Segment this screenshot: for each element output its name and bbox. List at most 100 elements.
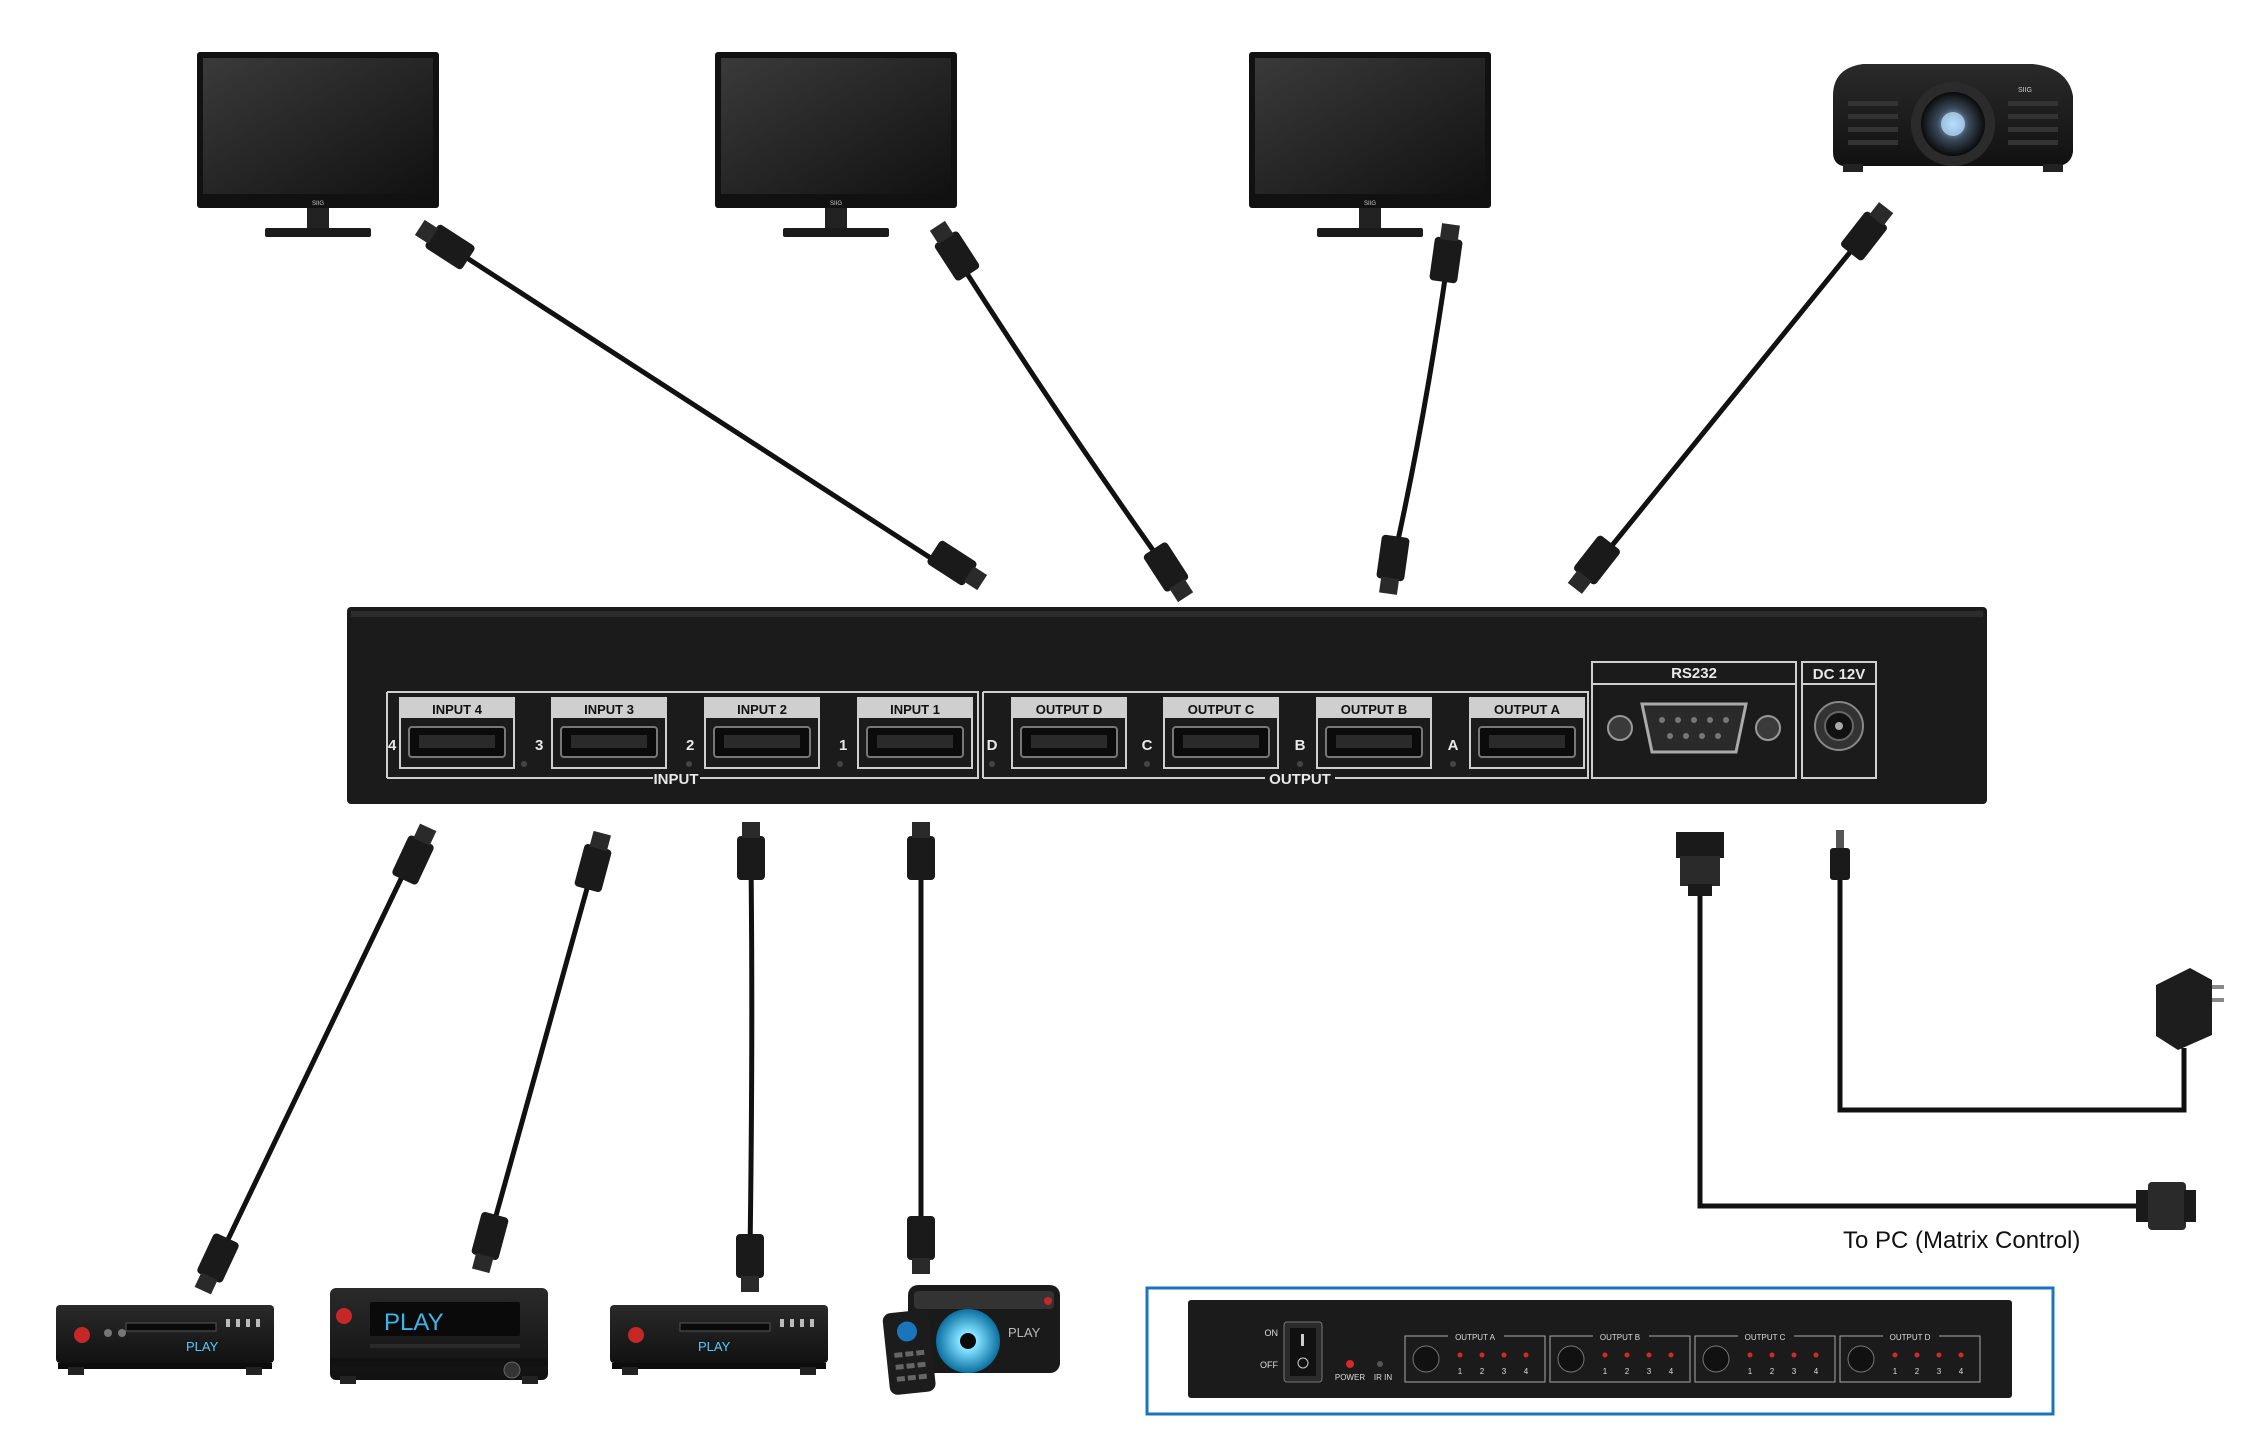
led-number: 4 [1814,1367,1819,1376]
hdmi-connector-icon [574,830,612,892]
projector-icon: SIIG [1833,64,2073,172]
output-letter: A [1448,737,1459,754]
cable-rs232 [1697,892,2140,1209]
power-adapter-icon [2156,968,2224,1050]
select-group-output-d: OUTPUT D 1 2 3 4 [1839,1330,1981,1383]
cable-output-b [1390,257,1451,564]
cable-output-c [947,245,1175,579]
hdmi-connector-icon [471,1212,509,1274]
hdmi-port-input-3: INPUT 3 [551,697,667,769]
on-label: ON [1265,1328,1279,1338]
hdmi-connector-icon [1429,223,1463,284]
monitor-icon: SIIG [1249,52,1491,237]
media-player-icon: PLAY [330,1288,548,1384]
output-port-label: OUTPUT A [1494,702,1561,717]
led-number: 3 [1937,1367,1942,1376]
output-letter: C [1142,737,1153,754]
screen-brand: SIIG [2018,87,2032,94]
output-letter: D [987,737,998,754]
led-number: 1 [1603,1367,1608,1376]
cable-input-2 [747,861,755,1253]
hdmi-port-output-b: OUTPUT B [1316,697,1432,769]
led-number: 4 [1959,1367,1964,1376]
monitor-icon: SIIG [197,52,439,237]
input-port-label: INPUT 3 [584,702,634,717]
input-port-label: INPUT 2 [737,702,787,717]
led-number: 1 [1458,1367,1463,1376]
streaming-box-icon: PLAY [908,1285,1060,1373]
db9-connector-icon [1676,832,1724,896]
hdmi-port-input-1: INPUT 1 [857,697,973,769]
group-label: OUTPUT C [1745,1333,1786,1342]
rs232-port: RS232 [1591,661,1797,779]
power-label: POWER [1335,1373,1365,1382]
hdmi-connector-icon [927,540,988,591]
group-label: OUTPUT A [1455,1333,1496,1342]
hdmi-port-input-2: INPUT 2 [704,697,820,769]
led-number: 4 [1524,1367,1529,1376]
cable-input-4 [219,856,414,1254]
power-switch [1283,1321,1323,1383]
hdmi-connector-icon [1567,535,1620,594]
select-button [1412,1345,1440,1373]
pc-label: To PC (Matrix Control) [1843,1227,2080,1254]
screen-brand: SIIG [830,201,842,207]
led-number: 3 [1647,1367,1652,1376]
input-port-label: INPUT 1 [890,702,940,717]
rs232-label: RS232 [1671,665,1717,682]
hdmi-connector-icon [414,219,475,270]
input-group-label: INPUT [654,771,699,788]
select-button [1557,1345,1585,1373]
output-port-label: OUTPUT C [1188,702,1255,717]
led-number: 1 [1893,1367,1898,1376]
hdmi-port-output-a: OUTPUT A [1469,697,1585,769]
play-label: PLAY [698,1339,731,1354]
led-number: 1 [1748,1367,1753,1376]
hdmi-matrix-rear-panel: INPUT OUTPUT INPUT 4 INPUT 3 INPUT 2 [347,607,1987,804]
hdmi-port-input-4: INPUT 4 [399,697,515,769]
led-number: 2 [1915,1367,1920,1376]
output-letter: B [1295,737,1306,754]
input-number: 3 [535,737,543,754]
hdmi-connector-icon [907,1216,935,1274]
led-number: 2 [1770,1367,1775,1376]
media-player-icon: PLAY [610,1305,828,1375]
hdmi-connector-icon [929,220,980,281]
select-group-output-c: OUTPUT C 1 2 3 4 [1694,1330,1836,1383]
off-label: OFF [1260,1360,1278,1370]
hdmi-connector-icon [1376,534,1410,595]
play-label: PLAY [1008,1325,1041,1340]
dc-plug-icon [1830,830,1850,880]
hdmi-port-output-c: OUTPUT C [1163,697,1279,769]
hdmi-port-output-d: OUTPUT D [1011,697,1127,769]
dc-power-jack: DC 12V [1801,661,1877,779]
output-port-label: OUTPUT D [1036,702,1102,717]
hdmi-connector-icon [907,822,935,880]
led-number: 2 [1480,1367,1485,1376]
cable-output-d [448,244,962,580]
output-group-label: OUTPUT [1269,771,1331,788]
select-button [1702,1345,1730,1373]
hdmi-connector-icon [1143,542,1194,603]
screen-brand: SIIG [1364,201,1376,207]
hdmi-connector-icon [1841,202,1894,261]
remote-icon [882,1309,936,1395]
front-panel-inset: ON OFF POWER IR IN OUTPUT A 1 2 3 4 OUTP… [1145,1286,2055,1416]
hdmi-connector-icon [392,823,437,885]
group-label: OUTPUT D [1890,1333,1931,1342]
input-number: 4 [388,737,397,754]
select-button [1847,1345,1875,1373]
db9-connector-icon [2136,1182,2196,1230]
select-group-output-b: OUTPUT B 1 2 3 4 [1549,1330,1691,1383]
input-port-label: INPUT 4 [432,702,483,717]
ir-label: IR IN [1374,1373,1392,1382]
led-number: 3 [1792,1367,1797,1376]
led-number: 4 [1669,1367,1674,1376]
monitor-icon: SIIG [715,52,957,237]
cable-input-3 [489,866,596,1231]
cable-dc-power [1837,872,2187,1113]
hdmi-connector-icon [194,1233,239,1295]
select-group-output-a: OUTPUT A 1 2 3 4 [1404,1330,1546,1383]
led-number: 3 [1502,1367,1507,1376]
